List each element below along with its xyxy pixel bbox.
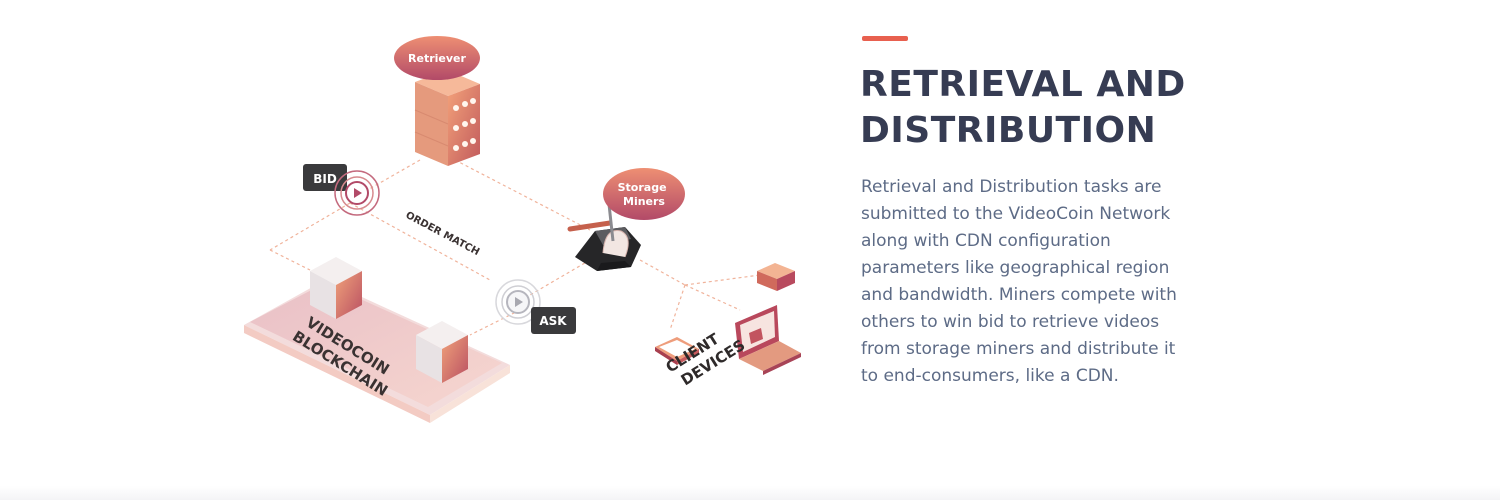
- video-play-icon: [334, 170, 380, 216]
- retriever-node: Retriever: [394, 36, 480, 80]
- section-description: Retrieval and Distribution tasks are sub…: [861, 177, 1177, 386]
- section-title: RETRIEVAL AND DISTRIBUTION: [860, 62, 1280, 154]
- section-divider: [0, 486, 1500, 500]
- ask-badge: ASK: [531, 307, 576, 334]
- server-icon: [414, 70, 480, 166]
- bid-label: BID: [313, 172, 337, 186]
- wallet-icon: [757, 263, 795, 291]
- client-devices-label: CLIENT DEVICES: [663, 320, 749, 393]
- accent-bar: [862, 36, 908, 41]
- phone-icon: [655, 337, 699, 365]
- video-play-icon: [495, 279, 541, 325]
- storage-miners-label: Storage Miners: [618, 181, 671, 208]
- miner-pickaxe-icon: [567, 194, 641, 271]
- retrieval-distribution-diagram: VIDEOCOIN BLOCKCHAIN Retriever BID: [244, 36, 801, 423]
- retriever-label: Retriever: [408, 52, 466, 65]
- storage-miners-node: Storage Miners: [603, 168, 685, 220]
- laptop-icon: [735, 305, 801, 375]
- blockchain-platform: VIDEOCOIN BLOCKCHAIN: [244, 280, 510, 423]
- section-title-line1: RETRIEVAL AND: [860, 64, 1186, 105]
- cube-icon: [310, 257, 362, 319]
- section-title-line2: DISTRIBUTION: [860, 110, 1157, 151]
- ask-label: ASK: [539, 314, 567, 328]
- order-match-label: ORDER MATCH: [404, 210, 482, 258]
- cube-icon: [416, 321, 468, 383]
